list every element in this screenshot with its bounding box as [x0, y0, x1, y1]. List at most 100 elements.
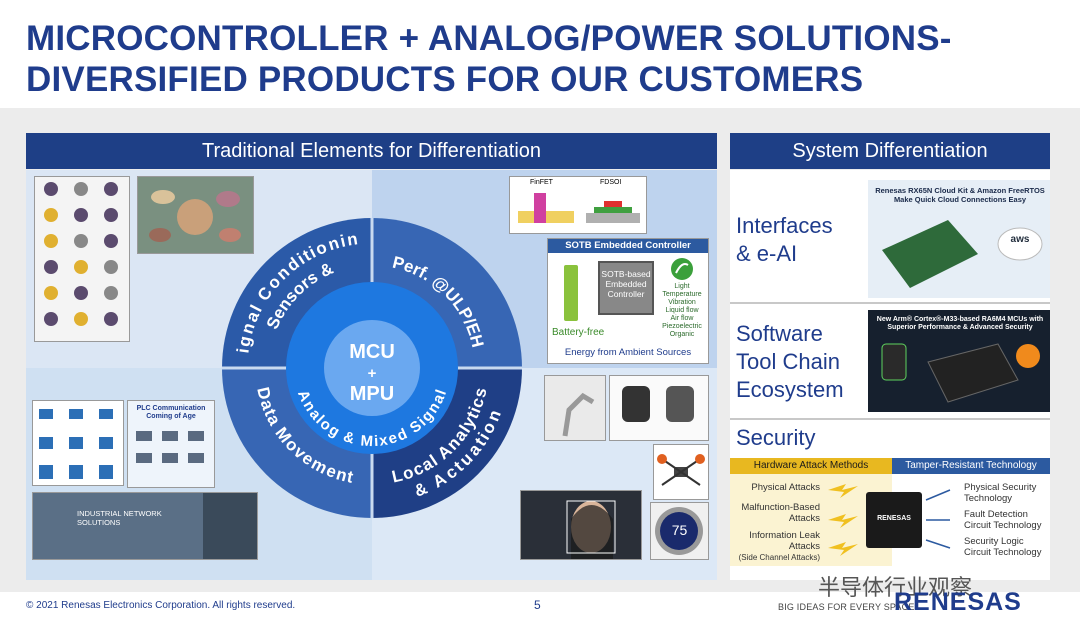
ra6m4-caption: New Arm® Cortex®-M33-based RA6M4 MCUs wi…: [872, 316, 1048, 332]
robot-arm-photo: [544, 375, 606, 441]
industrial-network-photo: INDUSTRIAL NETWORK SOLUTIONS: [32, 492, 258, 560]
slide-title: MICROCONTROLLER + ANALOG/POWER SOLUTIONS…: [26, 18, 1026, 100]
mcu-chip-graphic: [881, 343, 1040, 403]
source-item: Vibration: [668, 299, 696, 306]
plc-line-1: PLC Communication: [136, 405, 206, 412]
traditional-elements-header: Traditional Elements for Differentiation: [26, 133, 717, 169]
info-leak-line-1: Information Leak: [749, 530, 820, 541]
chip-line-2: Embedded: [605, 279, 647, 289]
connectivity-graphic: [39, 409, 113, 479]
finfet-fdsoi-diagram: FinFET FDSOI: [509, 176, 647, 234]
transistor-graphic: [518, 193, 640, 223]
interfaces-line-1: Interfaces: [736, 213, 833, 238]
thermostat-photo: 75: [650, 502, 709, 560]
tagline: BIG IDEAS FOR EVERY SPACE: [778, 602, 915, 612]
drone-graphic: [657, 454, 705, 486]
fdsoi-label: FDSOI: [600, 179, 622, 186]
system-differentiation-header: System Differentiation: [730, 133, 1050, 169]
cloud-kit-line-2: Make Quick Cloud Connections Easy: [893, 195, 1027, 204]
sotb-panel: SOTB Embedded Controller SOTB-based Embe…: [547, 238, 709, 364]
info-leak-line-3: (Side Channel Attacks): [738, 553, 820, 562]
plc-panel: PLC Communication Coming of Age: [127, 400, 215, 488]
title-line-1: MICROCONTROLLER + ANALOG/POWER SOLUTIONS…: [26, 19, 952, 58]
interfaces-line-2: & e-AI: [736, 241, 798, 266]
industrial-line-1: INDUSTRIAL NETWORK: [77, 509, 162, 518]
source-item: Air flow: [670, 315, 694, 322]
sotb-title: SOTB Embedded Controller: [548, 239, 708, 253]
source-item: Organic: [669, 331, 695, 338]
mcu-mpu-core: [324, 320, 420, 416]
traditional-elements-panel: FinFET FDSOI SOTB Embedded Controller SO…: [26, 170, 717, 580]
energy-sources-caption: Energy from Ambient Sources: [564, 347, 692, 358]
center-mcu: MCU: [349, 341, 395, 363]
source-item: Temperature: [662, 291, 702, 298]
cloud-kit-caption: Renesas RX65N Cloud Kit & Amazon FreeRTO…: [872, 186, 1048, 204]
watermark: 半导体行业观察: [818, 575, 973, 600]
face-recognition-photo: [520, 490, 642, 560]
security-logic-line-2: Circuit Technology: [964, 547, 1042, 558]
physical-security-line-1: Physical Security: [964, 482, 1037, 493]
senses-illustration: [137, 176, 254, 254]
fault-detection: Fault Detection Circuit Technology: [964, 509, 1041, 531]
wireless-icons: [32, 400, 124, 486]
leaf-icon: [671, 258, 693, 280]
sensor-icons-grid: [34, 176, 130, 342]
ra6m4-photo: New Arm® Cortex®-M33-based RA6M4 MCUs wi…: [868, 310, 1050, 412]
renesas-logo: RENESAS: [894, 588, 1022, 616]
attack-arrows: [828, 484, 951, 556]
page-number: 5: [534, 598, 541, 612]
battery-icon: [564, 265, 578, 321]
cloud-kit-photo: Renesas RX65N Cloud Kit & Amazon FreeRTO…: [868, 180, 1050, 298]
ra6m4-line-2: Superior Performance & Advanced Security: [887, 324, 1033, 331]
plc-title: PLC Communication Coming of Age: [128, 405, 214, 421]
network-switch: [203, 493, 257, 559]
chip-logo: RENESAS: [877, 515, 911, 522]
industrial-line-2: SOLUTIONS: [77, 518, 121, 527]
cloud-kit-line-1: Renesas RX65N Cloud Kit & Amazon FreeRTO…: [875, 186, 1045, 195]
smartwatch-photo: [609, 375, 709, 441]
center-plus: +: [368, 365, 377, 382]
thermostat-reading: 75: [671, 522, 688, 538]
title-line-2: DIVERSIFIED PRODUCTS FOR OUR CUSTOMERS: [26, 60, 864, 99]
attacks-column: [730, 474, 892, 566]
copyright: © 2021 Renesas Electronics Corporation. …: [26, 600, 296, 611]
physical-security: Physical Security Technology: [964, 482, 1036, 504]
chip-line-1: SOTB-based: [601, 269, 651, 279]
center-mpu: MPU: [350, 383, 394, 405]
smartwatch-graphic: [622, 386, 694, 422]
industrial-caption: INDUSTRIAL NETWORK SOLUTIONS: [77, 509, 162, 527]
plc-network-graphic: [136, 431, 204, 463]
divider-2: [730, 418, 1050, 420]
ring-diagram: Sensors & Signal Conditioning Perf. @ULP…: [212, 208, 522, 518]
chip-line-3: Controller: [607, 289, 645, 299]
thermostat-graphic: [655, 507, 703, 555]
software-label: Software Tool Chain Ecosystem: [736, 320, 844, 404]
drone-photo: [653, 444, 709, 500]
fault-detection-line-2: Circuit Technology: [964, 520, 1042, 531]
senses-graphic: [149, 190, 241, 242]
battery-free-label: Battery-free: [552, 327, 605, 338]
malfunction-line-1: Malfunction-Based: [741, 502, 820, 513]
face-graphic: [566, 500, 616, 559]
info-leak-line-2: Attacks: [788, 541, 820, 552]
security-logic-line-1: Security Logic: [964, 536, 1024, 547]
software-line-3: Ecosystem: [736, 377, 844, 402]
malfunction-attacks: Malfunction-Based Attacks: [730, 502, 820, 524]
physical-attacks: Physical Attacks: [751, 482, 820, 493]
security-table: Hardware Attack Methods Tamper-Resistant…: [730, 456, 1050, 566]
source-item: Light: [674, 283, 690, 290]
plc-line-2: Coming of Age: [146, 413, 196, 420]
aws-logo: aws: [1010, 234, 1030, 245]
sensor-icons-graphic: [44, 182, 118, 326]
finfet-label: FinFET: [530, 179, 553, 186]
software-line-1: Software: [736, 321, 823, 346]
info-leak-attacks: Information Leak Attacks (Side Channel A…: [730, 530, 820, 563]
ambient-sources-list: Light Temperature Vibration Liquid flow …: [658, 283, 706, 339]
security-logic: Security Logic Circuit Technology: [964, 536, 1041, 558]
ra6m4-line-1: New Arm® Cortex®-M33-based RA6M4 MCUs wi…: [876, 316, 1044, 323]
source-item: Liquid flow: [665, 307, 699, 314]
sotb-chip: SOTB-based Embedded Controller: [598, 261, 654, 315]
board-graphic: [882, 220, 1043, 288]
tamper-resistant-header: Tamper-Resistant Technology: [892, 458, 1050, 474]
fault-detection-line-1: Fault Detection: [964, 509, 1028, 520]
